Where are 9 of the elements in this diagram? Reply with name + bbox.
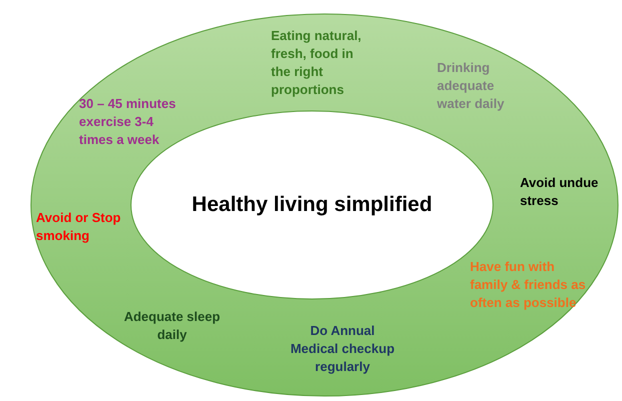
ring-text: Drinking adequate water daily xyxy=(437,59,506,113)
ring-text: Adequate sleep daily xyxy=(122,308,222,344)
ring-text: Eating natural, fresh, food in the right proportions xyxy=(271,27,362,99)
center-title: Healthy living simplified xyxy=(192,193,432,217)
ring-text: 30 – 45 minutes exercise 3-4 times a week xyxy=(79,95,177,149)
ring-text: Avoid or Stop smoking xyxy=(36,209,122,245)
ring-text: Have fun with family & friends as often as possible xyxy=(470,258,587,312)
ring-text: Avoid undue stress xyxy=(520,174,600,210)
ring-text: Do Annual Medical checkup regularly xyxy=(289,322,396,376)
